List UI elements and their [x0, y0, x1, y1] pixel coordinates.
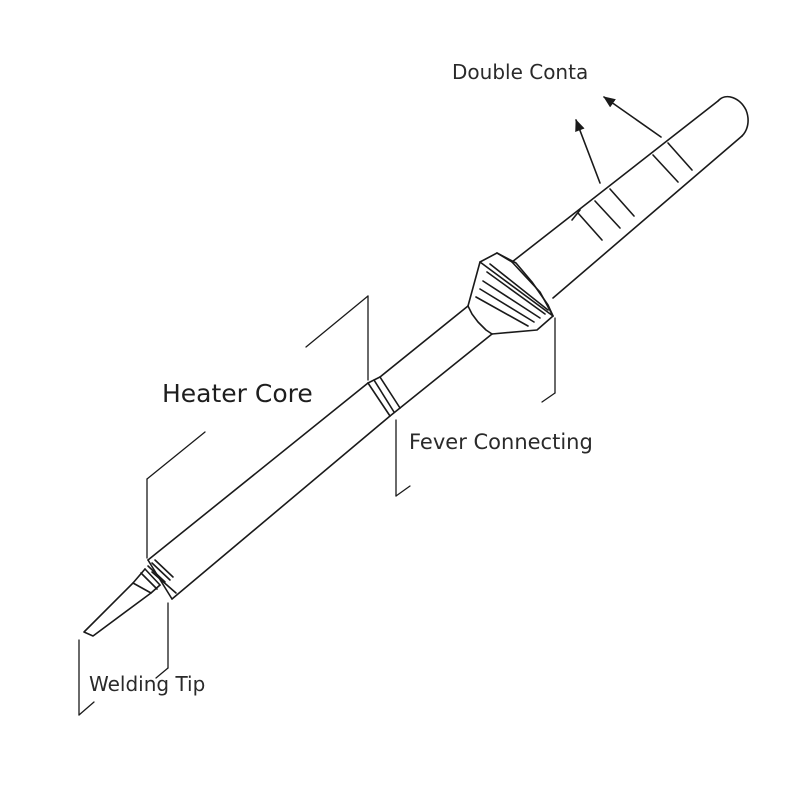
- flange: [467, 252, 554, 335]
- welding-tip-label: Welding Tip: [89, 672, 206, 696]
- welding-tip-leader: [78, 602, 169, 716]
- double-contact-label: Double Conta: [452, 60, 589, 84]
- heater-core-leader: [146, 295, 369, 559]
- contact-shaft: [511, 95, 749, 299]
- double-contact-arrows: [575, 96, 662, 184]
- fever-connecting-leader: [395, 317, 556, 497]
- welding-tip: [83, 568, 161, 637]
- heater-core-barrel: [147, 382, 391, 600]
- heater-core-label: Heater Core: [162, 379, 313, 408]
- fever-connecting-label: Fever Connecting: [409, 430, 593, 454]
- fever-connecting-ring: [367, 376, 401, 417]
- thin-shaft: [379, 305, 493, 409]
